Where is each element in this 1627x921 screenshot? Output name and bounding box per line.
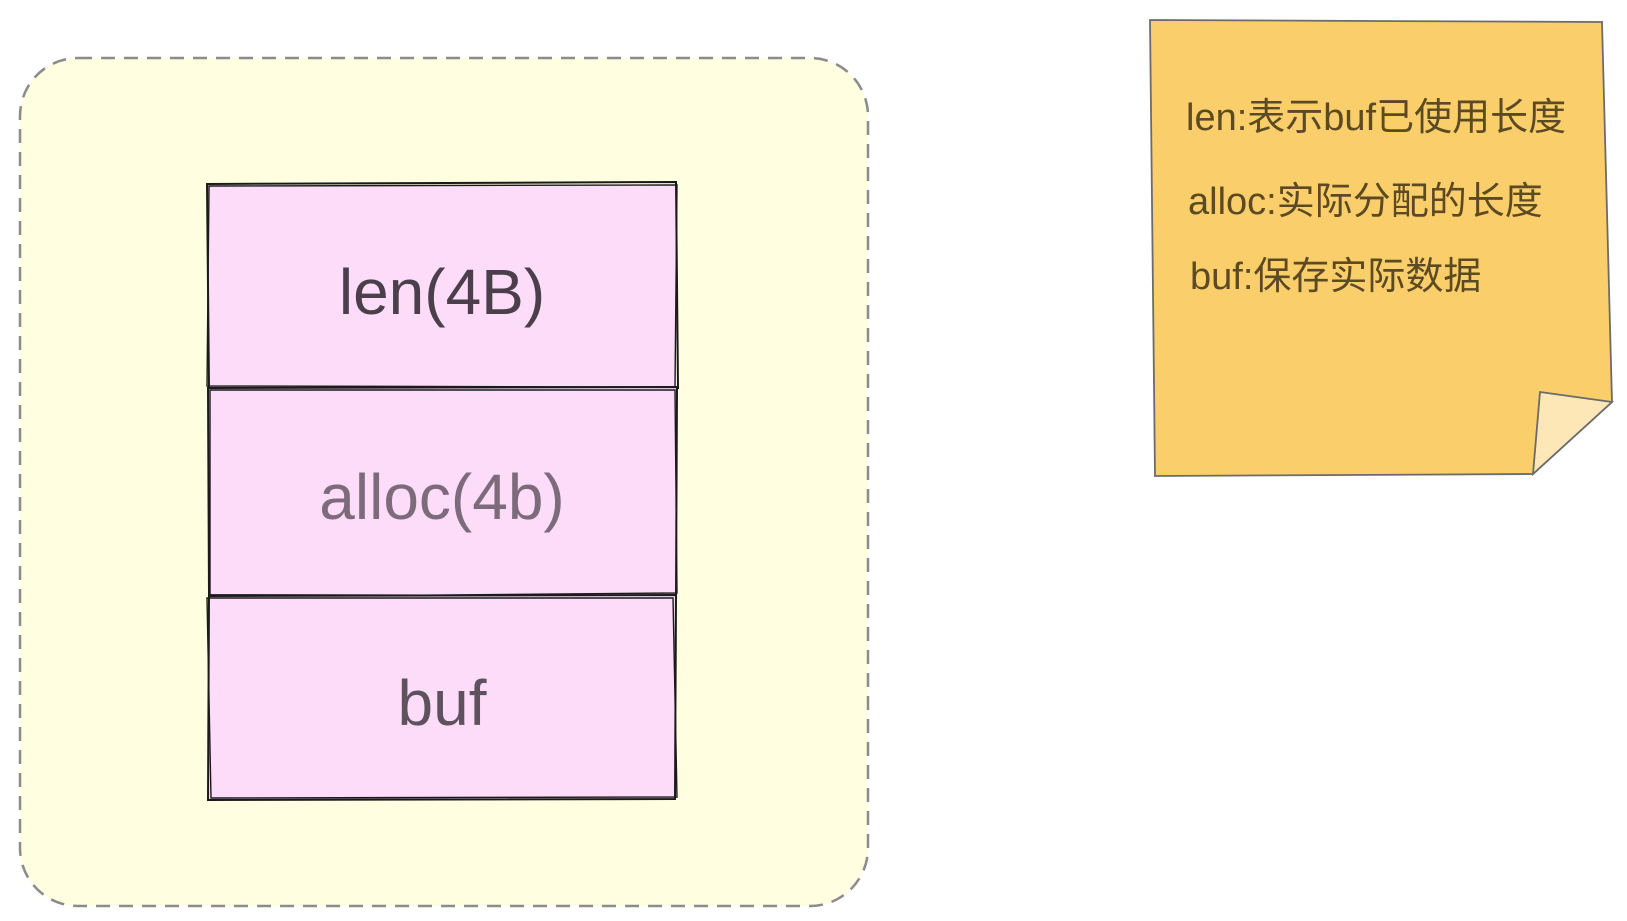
note-line-alloc: alloc:实际分配的长度 (1188, 181, 1543, 223)
field-cell-buf (206, 593, 678, 802)
note-line-len: len:表示buf已使用长度 (1186, 97, 1567, 139)
field-label-len: len(4B) (338, 256, 546, 328)
note-line-buf: buf:保存实际数据 (1190, 256, 1482, 298)
field-cell-alloc (206, 385, 679, 598)
field-label-buf: buf (397, 667, 487, 739)
field-label-alloc: alloc(4b) (319, 461, 565, 533)
field-cell-len (205, 180, 680, 391)
sticky-note-fold (1531, 390, 1615, 477)
sticky-note (1149, 19, 1615, 477)
